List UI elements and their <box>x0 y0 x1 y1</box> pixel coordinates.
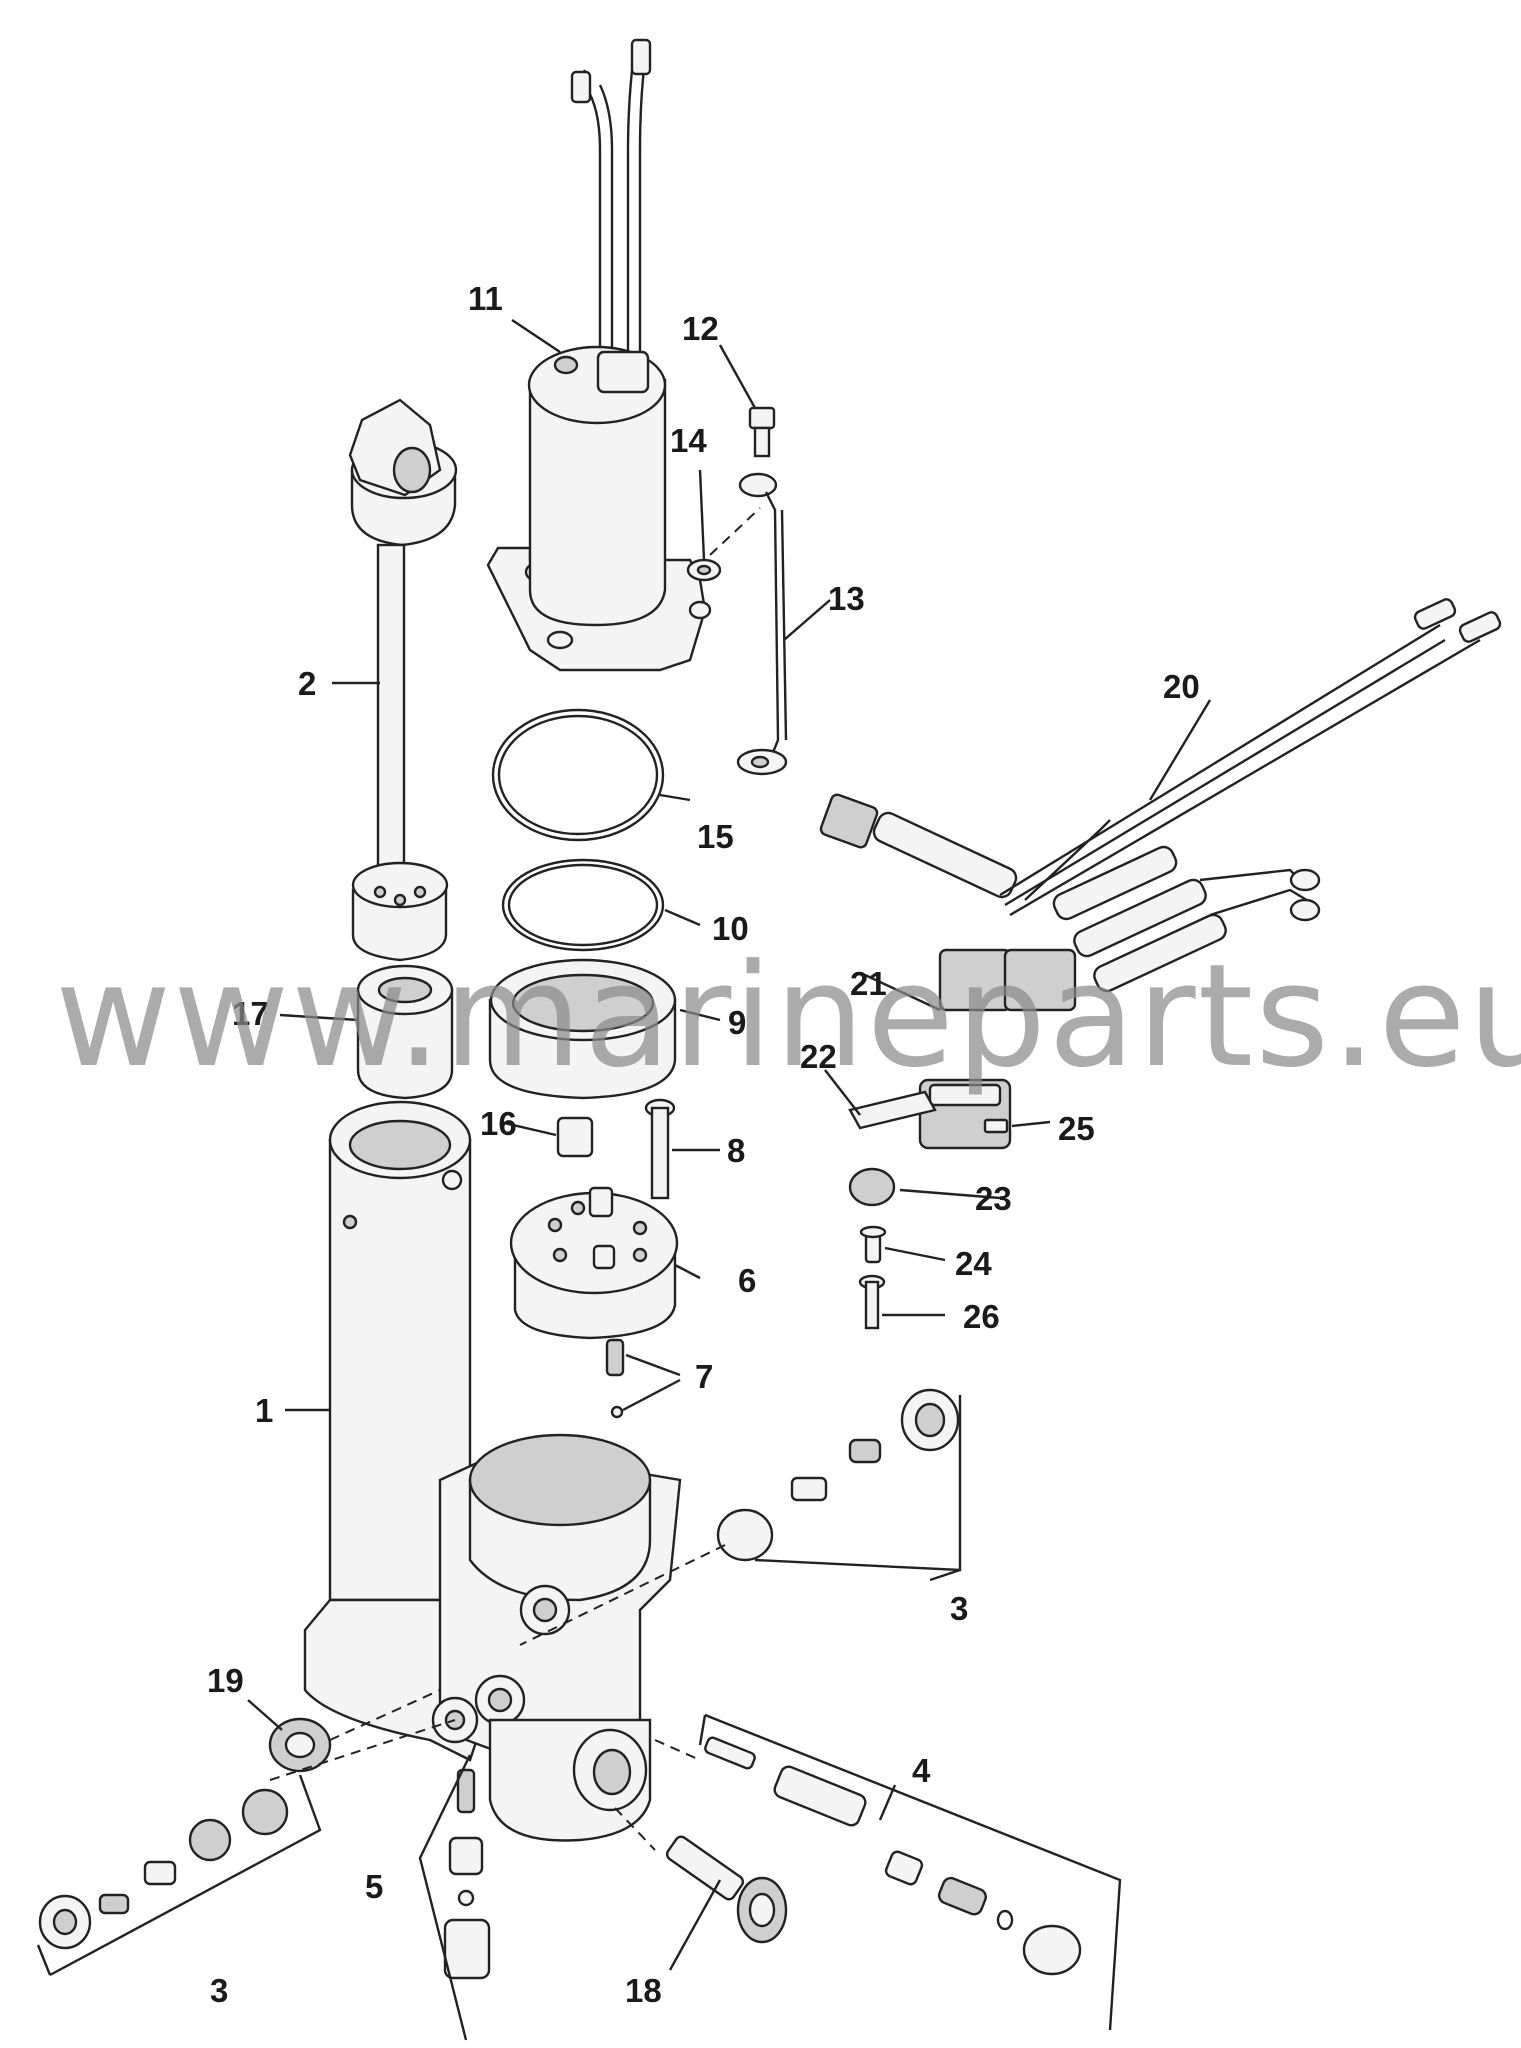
callout-16: 16 <box>480 1105 517 1142</box>
screw-part-12 <box>748 406 776 458</box>
callout-5: 5 <box>365 1868 383 1905</box>
trim-rod-part-2 <box>348 398 458 962</box>
callout-23: 23 <box>975 1180 1012 1217</box>
oring-part-15 <box>491 708 665 842</box>
callout-26: 26 <box>963 1298 1000 1335</box>
callout-22: 22 <box>800 1038 837 1075</box>
fitting-part-19 <box>268 1717 332 1773</box>
callout-15: 15 <box>697 818 734 855</box>
ground-strap-part-13 <box>736 472 788 776</box>
valve-group-part-3-lower <box>36 1689 456 1977</box>
callout-3-lower: 3 <box>210 1972 228 2009</box>
callout-7: 7 <box>695 1358 713 1395</box>
callout-21: 21 <box>850 965 887 1002</box>
callout-2: 2 <box>298 665 316 702</box>
part-16 <box>556 1116 594 1158</box>
callout-11: 11 <box>468 280 503 317</box>
callout-9: 9 <box>728 1004 746 1041</box>
check-valve-part-5 <box>418 1754 491 2041</box>
callout-labels: 1 2 3 3 4 5 6 7 8 9 10 11 12 13 14 15 16… <box>207 280 1200 2009</box>
callout-3-upper: 3 <box>950 1590 968 1627</box>
valve-group-part-4 <box>654 1713 1122 2031</box>
watermark-text: www.marineparts.eu <box>55 934 1521 1099</box>
callout-17: 17 <box>232 995 269 1032</box>
manual-release-valve-part-18 <box>614 1807 788 1944</box>
callout-19: 19 <box>207 1662 244 1699</box>
callout-18: 18 <box>625 1972 662 2009</box>
screw-part-26 <box>858 1274 886 1330</box>
grommet-part-23 <box>848 1167 896 1207</box>
callout-8: 8 <box>727 1132 745 1169</box>
washer-part-14 <box>686 507 761 582</box>
callout-4: 4 <box>912 1752 931 1789</box>
bracket-part-22 <box>848 1090 937 1130</box>
callout-12: 12 <box>682 310 719 347</box>
callout-6: 6 <box>738 1262 756 1299</box>
ring-part-9 <box>488 958 677 1100</box>
motor-part-11 <box>486 38 712 672</box>
wiring-harness-part-20 <box>819 598 1502 1012</box>
leader-lines <box>247 319 1212 1971</box>
callout-24: 24 <box>955 1245 992 1282</box>
callout-1: 1 <box>255 1392 273 1429</box>
callout-25: 25 <box>1058 1110 1095 1147</box>
callout-10: 10 <box>712 910 749 947</box>
housing-part-1 <box>303 1100 682 1842</box>
callout-20: 20 <box>1163 668 1200 705</box>
oring-part-10 <box>501 858 665 952</box>
valve-group-part-3-upper <box>519 1388 962 1646</box>
spring-part-7 <box>605 1338 625 1419</box>
callout-14: 14 <box>670 422 707 459</box>
pump-part-6 <box>509 1186 679 1340</box>
bolt-part-8 <box>644 1098 676 1200</box>
callout-13: 13 <box>828 580 865 617</box>
bushing-part-24 <box>859 1225 887 1264</box>
seal-part-17 <box>356 964 454 1100</box>
part-25 <box>983 1118 1009 1134</box>
